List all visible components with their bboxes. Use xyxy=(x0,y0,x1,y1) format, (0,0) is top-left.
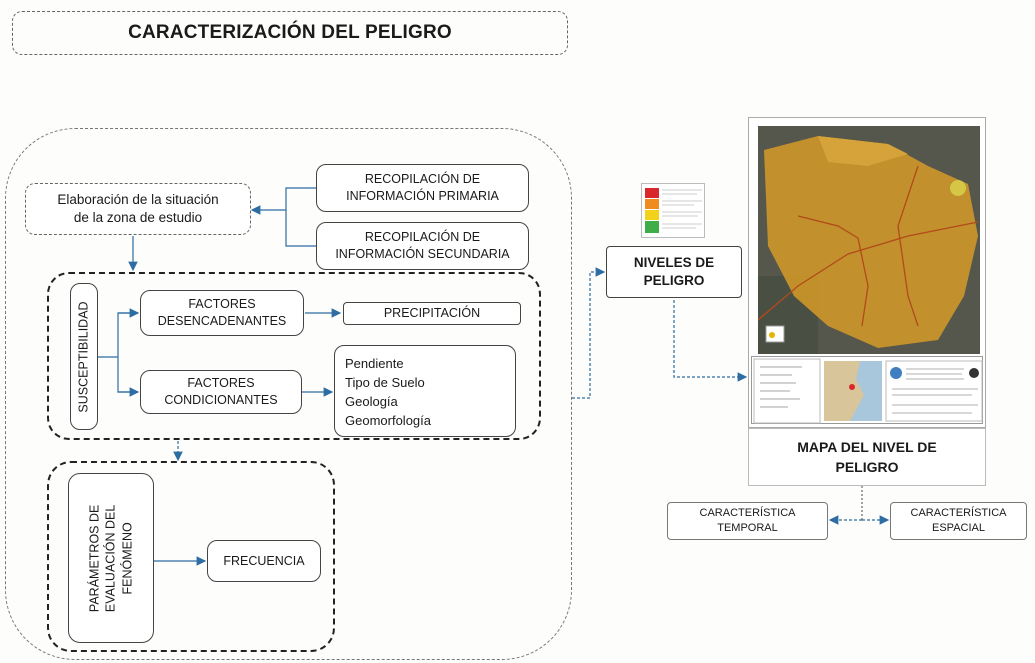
recopilacion-secundaria-box: RECOPILACIÓN DE INFORMACIÓN SECUNDARIA xyxy=(316,222,529,270)
factores-condicionantes-box: FACTORES CONDICIONANTES xyxy=(140,370,302,414)
elaboracion-line1: Elaboración de la situación xyxy=(57,191,219,207)
factores-desencadenantes-box: FACTORES DESENCADENANTES xyxy=(140,290,304,336)
temporal-line2: TEMPORAL xyxy=(717,522,778,534)
factores-desencadenantes-line2: DESENCADENANTES xyxy=(157,314,287,328)
temporal-line1: CARACTERÍSTICA xyxy=(699,507,796,520)
diagram-title: CARACTERIZACIÓN DEL PELIGRO xyxy=(12,11,568,55)
elaboracion-box: Elaboración de la situación de la zona d… xyxy=(25,183,251,235)
recopilacion-secundaria-line2: INFORMACIÓN SECUNDARIA xyxy=(335,247,510,261)
parametros-line3: FENÓMENO xyxy=(120,521,135,595)
parametros-box: PARÁMETROS DE EVALUACIÓN DEL FENÓMENO xyxy=(68,473,154,643)
map-legend-strip xyxy=(751,356,983,424)
mapa-nivel-peligro-caption: MAPA DEL NIVEL DE PELIGRO xyxy=(748,428,986,486)
condicionante-item: Geología xyxy=(345,394,398,409)
condicionante-item: Pendiente xyxy=(345,356,404,371)
connector-susceptibilidad-branch xyxy=(98,312,138,393)
condicionantes-list-box: Pendiente Tipo de Suelo Geología Geomorf… xyxy=(334,345,516,437)
niveles-peligro-box: NIVELES DE PELIGRO xyxy=(606,246,742,298)
legend-table-icon xyxy=(645,188,702,233)
niveles-line2: PELIGRO xyxy=(643,273,705,288)
caracterizacion-group-frame xyxy=(5,128,572,660)
susceptibilidad-label: SUSCEPTIBILIDAD xyxy=(77,300,92,413)
map-graphic xyxy=(758,126,980,354)
susceptibilidad-box: SUSCEPTIBILIDAD xyxy=(70,283,98,430)
susceptibilidad-group-frame xyxy=(47,272,541,440)
hazard-legend-thumbnail xyxy=(641,183,705,238)
arrow-to-niveles xyxy=(572,267,606,399)
recopilacion-secundaria-line1: RECOPILACIÓN DE xyxy=(364,230,481,245)
hazard-map-image xyxy=(758,126,980,354)
mapa-line1: MAPA DEL NIVEL DE xyxy=(797,438,937,455)
parametros-group-frame xyxy=(47,461,335,652)
parametros-line2: EVALUACIÓN DEL xyxy=(103,504,118,612)
espacial-line1: CARACTERÍSTICA xyxy=(910,507,1007,520)
connector-secundaria xyxy=(285,210,316,247)
caracteristica-temporal-box: CARACTERÍSTICA TEMPORAL xyxy=(667,502,828,540)
frecuencia-box: FRECUENCIA xyxy=(207,540,321,582)
factores-desencadenantes-line1: FACTORES xyxy=(188,297,256,312)
condicionante-item: Tipo de Suelo xyxy=(345,375,425,390)
espacial-line2: ESPACIAL xyxy=(932,522,985,534)
elaboracion-line2: de la zona de estudio xyxy=(73,210,203,225)
factores-condicionantes-line2: CONDICIONANTES xyxy=(164,393,278,407)
connector-primaria xyxy=(285,187,316,210)
niveles-line1: NIVELES DE xyxy=(633,254,715,270)
mapa-line2: PELIGRO xyxy=(835,459,899,475)
caracteristica-espacial-box: CARACTERÍSTICA ESPACIAL xyxy=(890,502,1027,540)
recopilacion-primaria-line2: INFORMACIÓN PRIMARIA xyxy=(346,189,499,203)
factores-condicionantes-line1: FACTORES xyxy=(187,376,255,391)
recopilacion-primaria-line1: RECOPILACIÓN DE xyxy=(364,172,481,187)
map-legend-graphic xyxy=(753,358,983,424)
arrow-to-mapa xyxy=(673,300,748,382)
precipitacion-box: PRECIPITACIÓN xyxy=(343,302,521,325)
parametros-line1: PARÁMETROS DE xyxy=(87,504,102,612)
recopilacion-primaria-box: RECOPILACIÓN DE INFORMACIÓN PRIMARIA xyxy=(316,164,529,212)
condicionante-item: Geomorfología xyxy=(345,413,431,428)
